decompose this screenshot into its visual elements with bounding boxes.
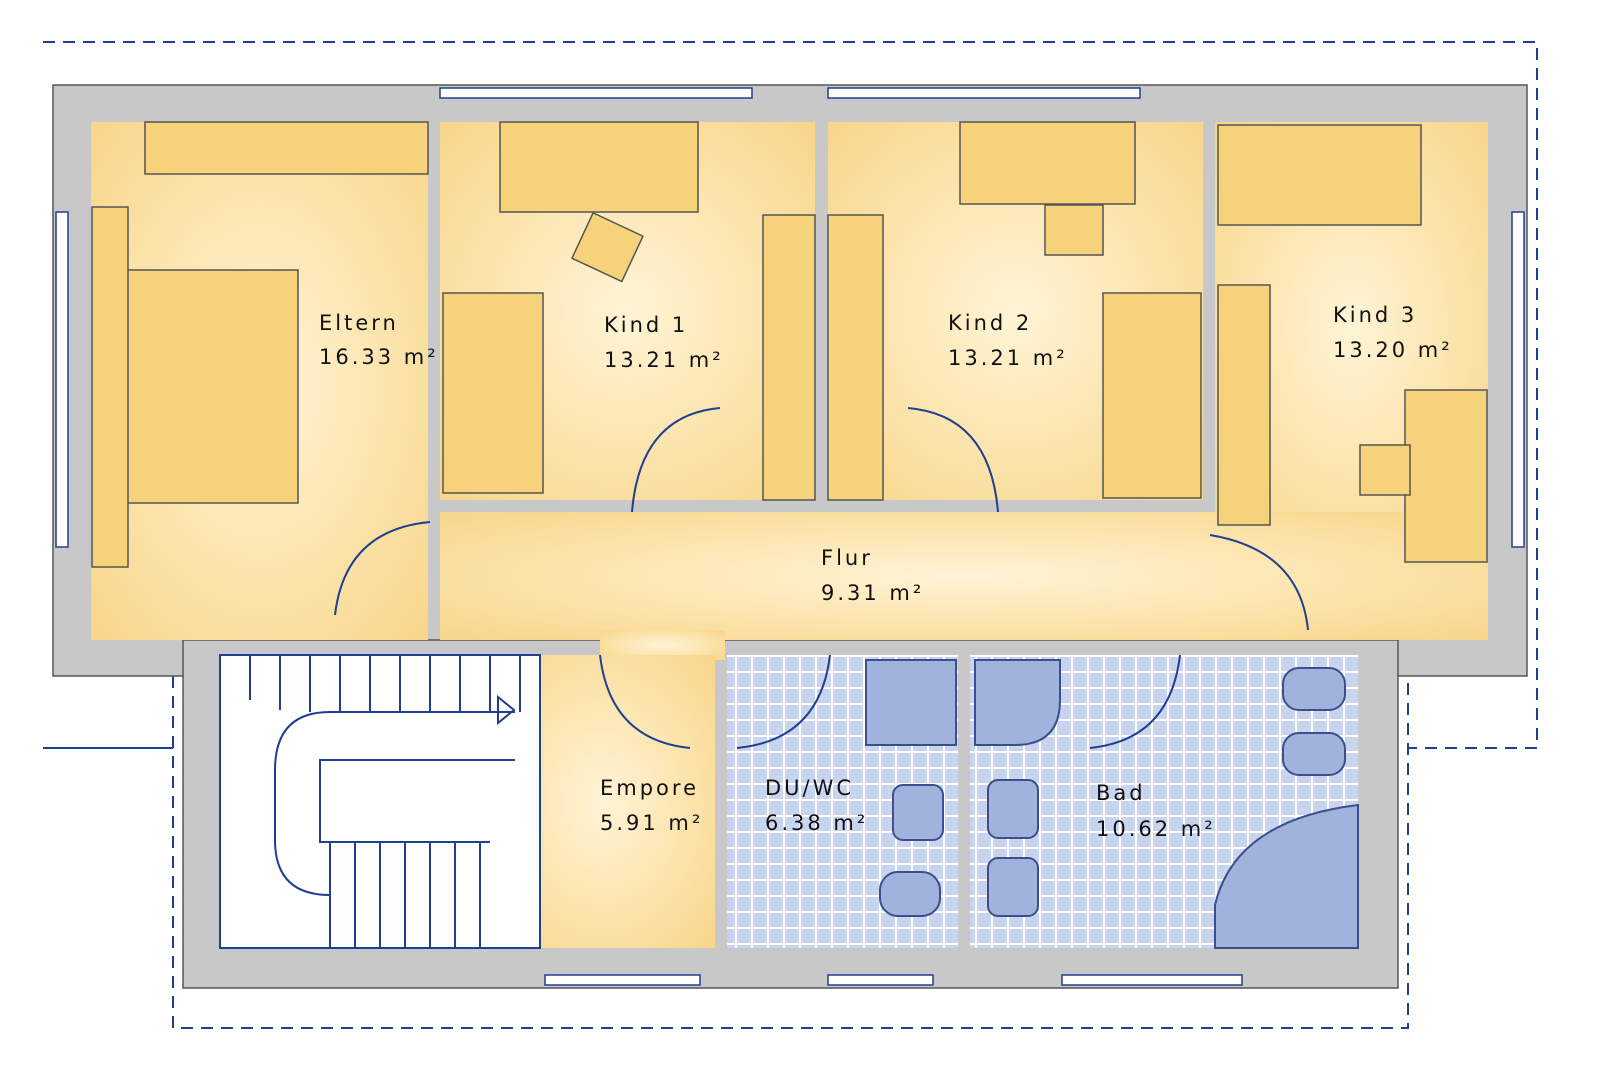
room-area-bad: 10.62 m² [1096, 817, 1216, 841]
room-area-kind1: 13.21 m² [604, 348, 724, 372]
furniture [91, 121, 1488, 568]
room-name-kind2: Kind 2 [948, 311, 1032, 335]
room-name-kind1: Kind 1 [604, 313, 688, 337]
room-name-empore: Empore [600, 776, 699, 800]
room-area-flur: 9.31 m² [821, 581, 924, 605]
room-flur [440, 512, 1488, 640]
room-area-duwc: 6.38 m² [765, 811, 868, 835]
roof-outline-lower [172, 676, 1409, 1029]
room-area-eltern: 16.33 m² [319, 345, 439, 369]
room-area-kind3: 13.20 m² [1333, 338, 1453, 362]
sanitary-fixtures [865, 659, 1359, 949]
doors [334, 407, 1309, 749]
room-area-empore: 5.91 m² [600, 811, 703, 835]
room-name-duwc: DU/WC [765, 776, 854, 800]
room-name-kind3: Kind 3 [1333, 303, 1417, 327]
room-name-eltern: Eltern [319, 311, 399, 335]
roof-outline-upper [43, 41, 1538, 749]
stairs [249, 655, 521, 948]
room-name-flur: Flur [821, 546, 873, 570]
windows [55, 87, 1525, 986]
room-area-kind2: 13.21 m² [948, 346, 1068, 370]
room-name-bad: Bad [1096, 781, 1146, 805]
